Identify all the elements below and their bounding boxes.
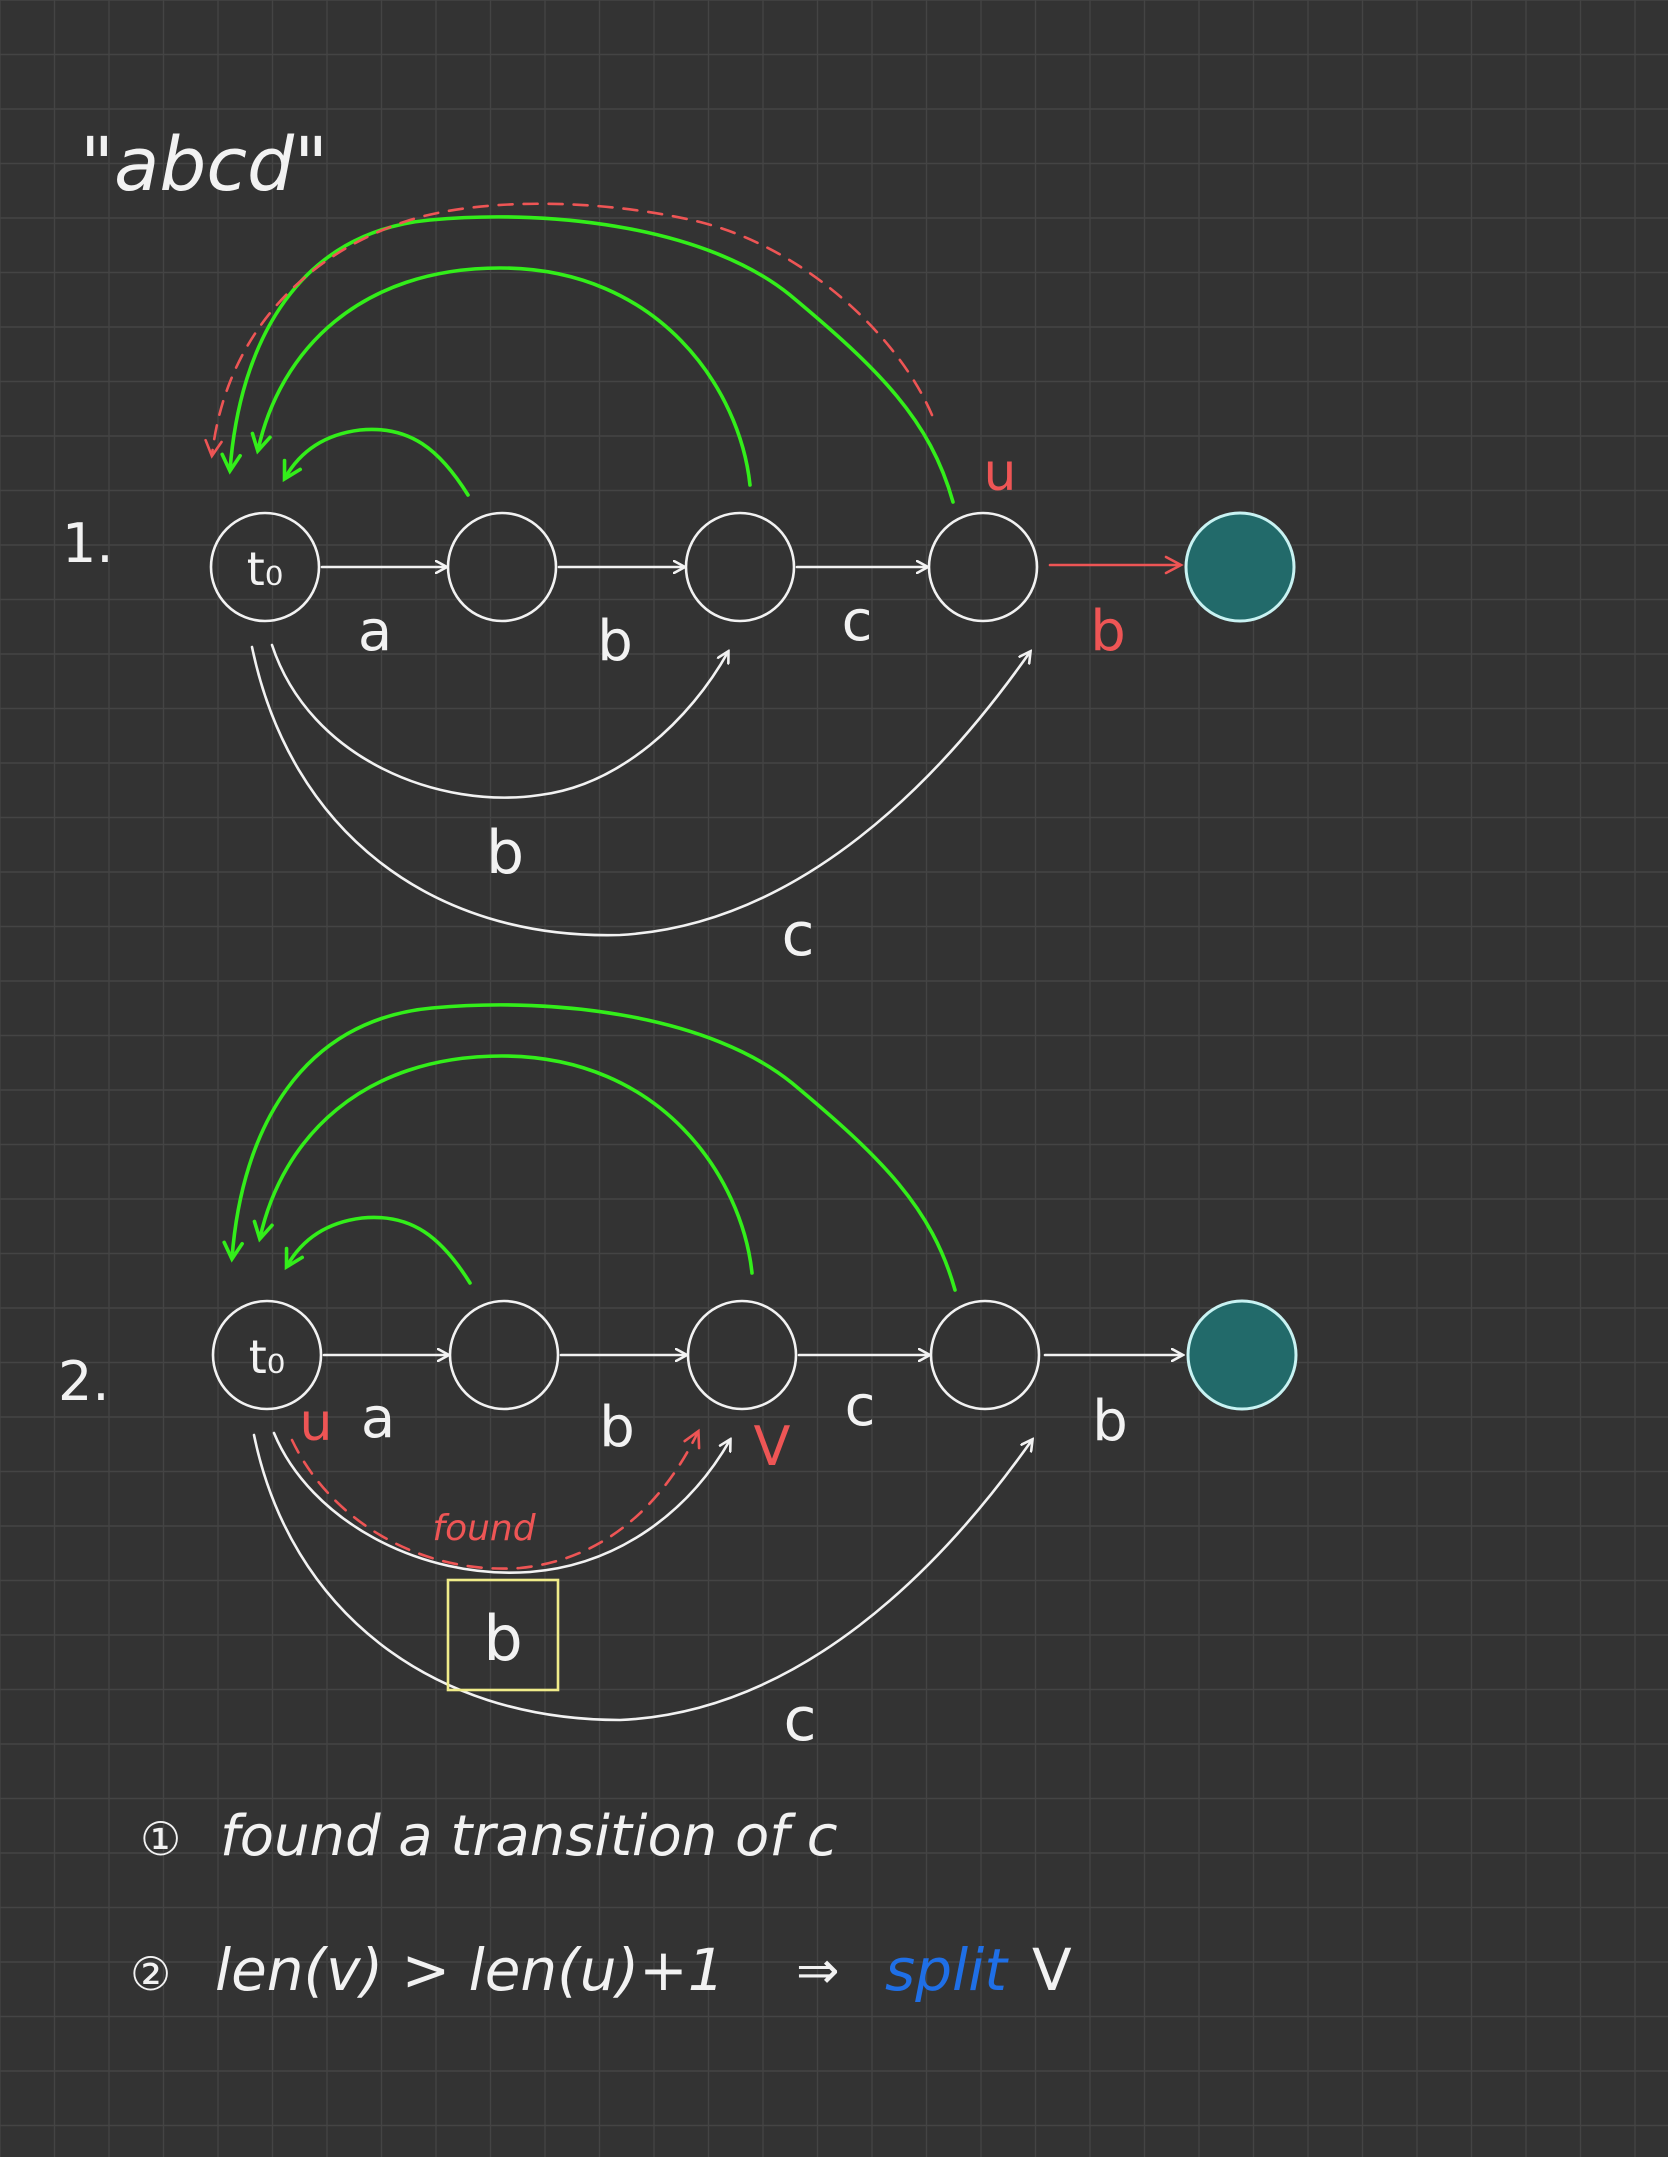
note-2-expression: len(v) > len(u)+1 (215, 1936, 725, 2004)
step-1-marker-u: u (984, 443, 1017, 503)
step-1-diagram: 1. t₀ a b c b b c u (62, 202, 1296, 970)
step-2-node-3 (929, 1299, 1041, 1411)
step-2-label: 2. (58, 1350, 110, 1413)
step-2-edge-b-new-label: b (1092, 1389, 1128, 1454)
step-2-arc-c (252, 1433, 1032, 1722)
step-2-node-t0 (211, 1299, 323, 1411)
note-2-implies-arrow: ⇒ (796, 1941, 840, 2001)
step-1-arc-c (250, 645, 1030, 937)
step-1-node-3 (927, 511, 1039, 623)
note-1-text: found a transition of c (220, 1804, 838, 1869)
step-2-highlight-box (446, 1578, 560, 1692)
step-2-node-t0-label: t₀ (249, 1330, 285, 1384)
step-1-edge-b-label: b (597, 609, 633, 674)
step-1-node-1 (446, 511, 558, 623)
note-2-target: V (1032, 1936, 1072, 2004)
step-1-node-new (1184, 511, 1296, 623)
string-title: "abcd" (80, 122, 328, 208)
step-1-link-node1 (282, 427, 470, 497)
step-2-arc-b (272, 1431, 730, 1575)
notes: ① found a transition of c ② len(v) > len… (130, 1804, 1072, 2004)
step-2-link-node3 (222, 1003, 957, 1292)
step-2-found-label: found (432, 1508, 536, 1549)
step-2-marker-u: u (300, 1393, 333, 1453)
step-2-link-node2 (252, 1054, 754, 1275)
note-2-action: split (885, 1936, 1009, 2004)
step-1-node-2 (684, 511, 796, 623)
step-1-node-t0-label: t₀ (247, 542, 283, 596)
step-2-edge-a-label: a (361, 1386, 395, 1451)
step-1-dashed-jump (204, 202, 934, 459)
step-2-diagram: 2. t₀ a b c b c b found u V (58, 1003, 1298, 1755)
step-2-link-node1 (284, 1215, 472, 1285)
step-1-arc-b (270, 643, 728, 799)
step-2-dashed-found (290, 1428, 701, 1570)
note-1-marker: ① (140, 1812, 181, 1866)
step-2-node-new (1186, 1299, 1298, 1411)
step-2-marker-v: V (754, 1415, 791, 1478)
step-1-edge-c-label: c (842, 589, 873, 654)
step-1-link-node3 (220, 215, 955, 504)
step-1-label: 1. (62, 512, 114, 575)
step-2-edge-c-label: c (845, 1374, 876, 1439)
step-1-edge-b-new-label: b (1090, 599, 1126, 664)
step-2-node-2 (686, 1299, 798, 1411)
step-2-edge-b-label: b (599, 1395, 635, 1460)
step-1-arc-c-label: c (782, 900, 815, 970)
step-1-edge-a-label: a (358, 599, 392, 664)
step-2-arc-b-label: b (483, 1602, 522, 1675)
step-1-arc-b-label: b (486, 818, 524, 888)
step-1-node-t0 (209, 511, 321, 623)
note-2-marker: ② (130, 1947, 171, 2001)
step-2-node-1 (448, 1299, 560, 1411)
step-1-link-node2 (250, 266, 752, 487)
step-2-arc-c-label: c (784, 1685, 817, 1755)
